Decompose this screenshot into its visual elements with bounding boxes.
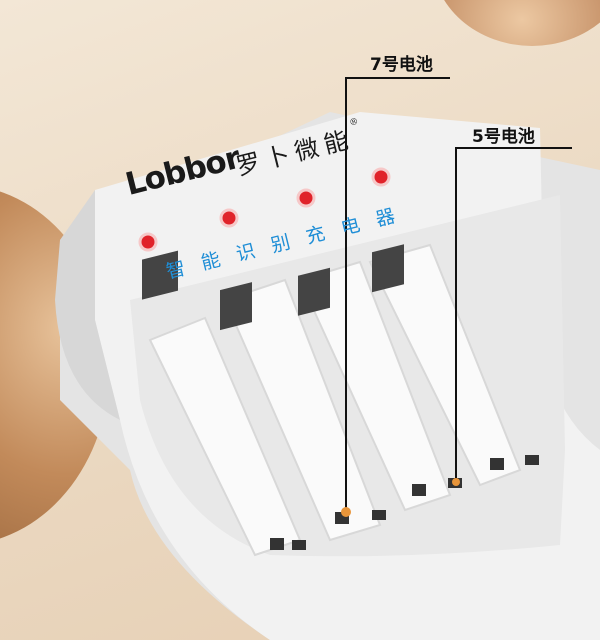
callout-aaa-battery: 7号电池 <box>370 55 433 75</box>
callout-dot-5 <box>452 478 460 486</box>
contact-terminals <box>142 244 404 331</box>
led-3 <box>296 188 316 208</box>
callout-lines <box>345 77 572 512</box>
led-1 <box>138 232 158 252</box>
led-2 <box>219 208 239 228</box>
led-4 <box>371 167 391 187</box>
battery-slots <box>148 243 522 557</box>
callout-dot-7 <box>341 507 351 517</box>
indicator-leds <box>138 167 391 252</box>
registered-mark: ® <box>348 115 366 129</box>
decorative-sphere-top <box>444 0 600 46</box>
callout-aa-battery: 5号电池 <box>472 127 535 147</box>
